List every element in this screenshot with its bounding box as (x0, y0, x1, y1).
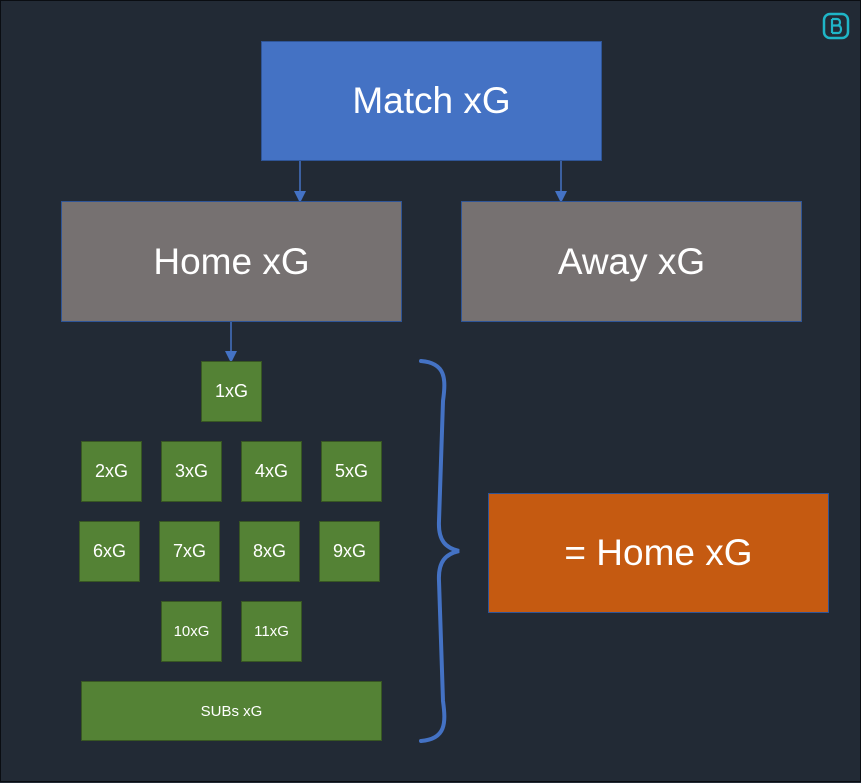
home-xg-label: Home xG (153, 240, 310, 282)
player-1-xg-label: 1xG (214, 381, 248, 401)
brand-logo-icon (822, 12, 850, 40)
player-9-xg-box: 9xG (319, 521, 380, 582)
curly-brace (419, 359, 460, 743)
away-xg-box: Away xG (461, 201, 802, 322)
player-10-xg-box: 10xG (161, 601, 222, 662)
player-6-xg-label: 6xG (92, 541, 126, 561)
player-5-xg-box: 5xG (321, 441, 382, 502)
player-11-xg-label: 11xG (254, 623, 289, 640)
player-3-xg-label: 3xG (174, 461, 208, 481)
subs-xg-box: SUBs xG (81, 681, 382, 741)
player-2-xg-label: 2xG (94, 461, 128, 481)
player-6-xg-box: 6xG (79, 521, 140, 582)
player-10-xg-label: 10xG (173, 623, 210, 640)
player-3-xg-box: 3xG (161, 441, 222, 502)
match-xg-box: Match xG (261, 41, 602, 161)
player-11-xg-box: 11xG (241, 601, 302, 662)
match-xg-label: Match xG (352, 80, 511, 121)
player-4-xg-box: 4xG (241, 441, 302, 502)
subs-xg-label: SUBs xG (200, 702, 263, 720)
player-5-xg-label: 5xG (334, 461, 368, 481)
player-9-xg-label: 9xG (332, 541, 366, 561)
player-4-xg-label: 4xG (254, 461, 288, 481)
home-xg-result-box: = Home xG (488, 493, 829, 613)
player-1-xg-box: 1xG (201, 361, 262, 422)
player-2-xg-box: 2xG (81, 441, 142, 502)
player-7-xg-label: 7xG (172, 541, 206, 561)
away-xg-label: Away xG (557, 240, 706, 282)
player-8-xg-label: 8xG (252, 541, 286, 561)
player-8-xg-box: 8xG (239, 521, 300, 582)
player-7-xg-box: 7xG (159, 521, 220, 582)
home-xg-box: Home xG (61, 201, 402, 322)
home-xg-result-label: = Home xG (564, 532, 753, 573)
